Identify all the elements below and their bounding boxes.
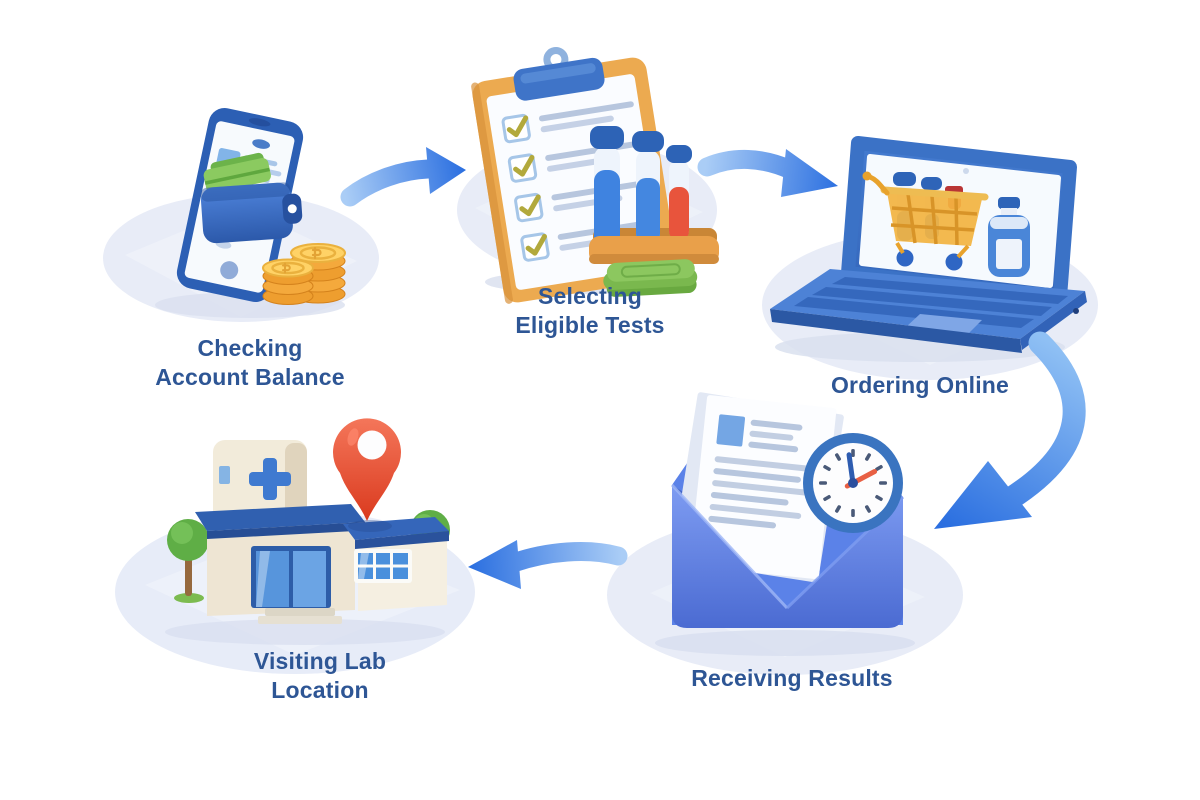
label-line: Account Balance bbox=[155, 364, 345, 390]
label-line: Eligible Tests bbox=[515, 312, 665, 338]
step-label-selecting-eligible-tests: Selecting Eligible Tests bbox=[440, 282, 740, 340]
green-stack-icon bbox=[603, 259, 698, 297]
shopping-cart-icon bbox=[862, 171, 989, 271]
bank-cards-icon bbox=[203, 152, 271, 193]
label-line: Visiting Lab bbox=[253, 648, 387, 674]
arrow-step1-to-step2 bbox=[340, 147, 466, 207]
step-label-checking-account-balance: Checking Account Balance bbox=[100, 334, 400, 392]
laptop-icon bbox=[770, 136, 1087, 353]
envelope-icon bbox=[670, 392, 905, 628]
step-label-receiving-results: Receiving Results bbox=[642, 664, 942, 693]
document-text-lines bbox=[708, 414, 815, 529]
bottle-icon bbox=[988, 197, 1030, 277]
step-label-visiting-lab-location: Visiting Lab Location bbox=[170, 647, 470, 705]
test-tubes-icon bbox=[589, 126, 719, 264]
clipboard-checklist-illustration bbox=[457, 47, 719, 304]
medical-cross-icon bbox=[249, 458, 291, 500]
doors bbox=[251, 546, 331, 608]
lab-building-illustration bbox=[115, 418, 475, 674]
label-line: Receiving Results bbox=[691, 665, 893, 691]
label-line: Selecting bbox=[537, 283, 643, 309]
wallet-icon bbox=[200, 152, 303, 244]
roof bbox=[195, 504, 365, 531]
envelope-front-flap bbox=[672, 485, 903, 628]
tree-icon bbox=[167, 519, 209, 603]
arrow-step2-to-step3 bbox=[697, 149, 838, 197]
clock-ticks bbox=[819, 449, 887, 517]
window bbox=[354, 549, 412, 583]
checklist bbox=[501, 101, 645, 262]
step-label-ordering-online: Ordering Online bbox=[770, 371, 1070, 400]
smartphone-wallet-coins-illustration bbox=[103, 108, 379, 322]
location-pin-icon bbox=[333, 418, 401, 521]
screen-content bbox=[862, 171, 1030, 277]
label-line: Ordering Online bbox=[830, 372, 1010, 398]
roof bbox=[343, 517, 449, 540]
label-line: Location bbox=[271, 677, 369, 703]
clock-minute-hand bbox=[846, 452, 856, 486]
label-line: Checking bbox=[197, 335, 303, 361]
laptop-shopping-cart-illustration bbox=[762, 136, 1098, 380]
coins-icon bbox=[262, 243, 346, 305]
envelope-results-illustration bbox=[607, 392, 963, 675]
coin-stack-front bbox=[262, 258, 314, 305]
arrow-step3-to-step4 bbox=[934, 331, 1086, 529]
arrow-step4-to-step5 bbox=[468, 540, 628, 589]
clock-icon bbox=[803, 433, 903, 533]
lab-building-icon bbox=[195, 440, 449, 624]
flow-arrows bbox=[340, 147, 1086, 589]
